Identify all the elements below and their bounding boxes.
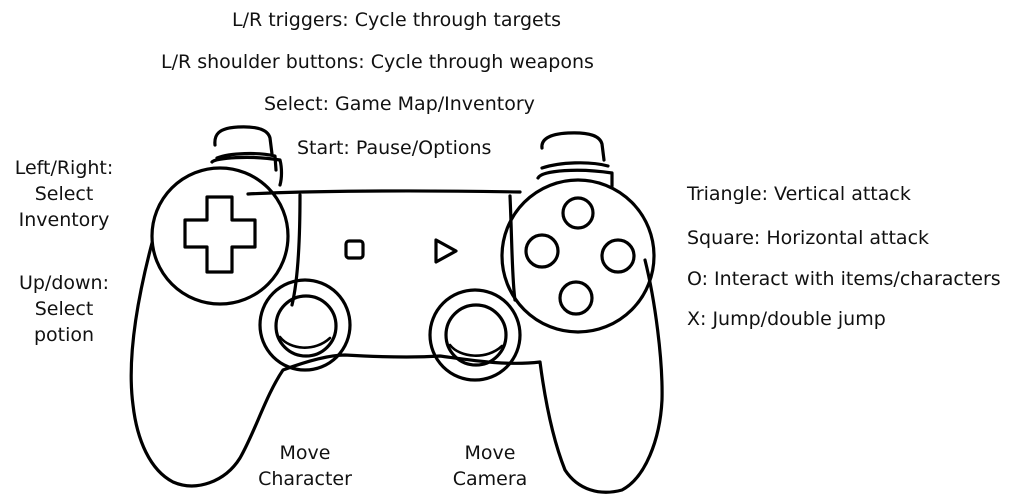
move-character-line-1: Move — [279, 442, 331, 464]
triangle-button[interactable] — [561, 196, 595, 230]
start-label: Start: Pause/Options — [297, 137, 492, 159]
controller-top-edge-right — [508, 194, 517, 302]
triggers-label: L/R triggers: Cycle through targets — [232, 9, 562, 31]
move-camera-label: Move Camera — [430, 440, 550, 492]
up-down-line-3: potion — [33, 324, 95, 346]
left-right-line-3: Inventory — [18, 209, 110, 231]
move-camera-line-1: Move — [464, 442, 516, 464]
select-label: Select: Game Map/Inventory — [264, 93, 535, 115]
left-right-line-2: Select — [34, 183, 94, 205]
right-pad-housing — [500, 178, 656, 334]
left-right-label: Left/Right: Select Inventory — [4, 155, 124, 233]
right-trigger — [536, 168, 614, 188]
move-camera-line-2: Camera — [452, 468, 528, 490]
move-character-label: Move Character — [245, 440, 365, 492]
dpad-icon[interactable] — [183, 195, 257, 274]
left-stick-rim — [278, 335, 332, 349]
left-stick[interactable] — [274, 294, 338, 358]
move-character-line-2: Character — [258, 468, 352, 490]
shoulders-label: L/R shoulder buttons: Cycle through weap… — [161, 51, 594, 73]
triangle-label: Triangle: Vertical attack — [687, 183, 911, 205]
left-right-line-1: Left/Right: — [14, 157, 114, 179]
right-stick-housing — [428, 288, 522, 382]
right-stick-rim — [448, 343, 504, 357]
up-down-line-1: Up/down: — [18, 272, 110, 294]
up-down-line-2: Select — [34, 298, 94, 320]
controller-body — [129, 189, 664, 494]
left-stick-housing — [258, 278, 352, 372]
cross-label: X: Jump/double jump — [687, 308, 886, 330]
left-shoulder-button — [213, 125, 278, 172]
cross-button[interactable] — [558, 280, 594, 316]
circle-label: O: Interact with items/characters — [687, 268, 1001, 290]
right-stick[interactable] — [444, 303, 508, 367]
up-down-label: Up/down: Select potion — [4, 270, 124, 348]
left-pad-housing — [150, 166, 290, 306]
circle-button[interactable] — [600, 238, 636, 274]
square-label: Square: Horizontal attack — [687, 227, 930, 249]
square-button[interactable] — [524, 233, 560, 269]
select-button[interactable] — [344, 239, 365, 260]
right-shoulder-button — [540, 131, 610, 170]
controller-top-edge — [290, 193, 302, 307]
start-button[interactable] — [434, 238, 458, 264]
left-trigger — [210, 155, 284, 187]
